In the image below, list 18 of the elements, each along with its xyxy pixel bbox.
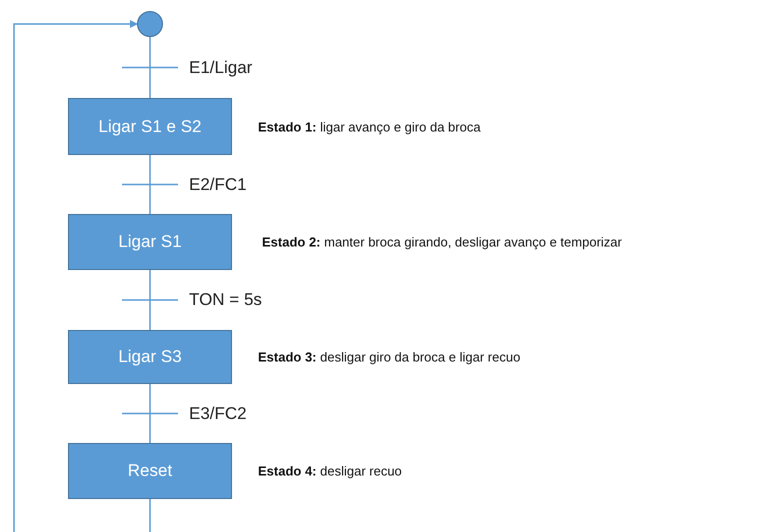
connector-line	[149, 155, 151, 214]
connector-line	[149, 384, 151, 443]
transition-label: E1/Ligar	[189, 58, 252, 78]
step-box: Ligar S1 e S2	[68, 98, 232, 155]
state-description: Estado 3: desligar giro da broca e ligar recuo	[258, 350, 520, 364]
transition-label: E3/FC2	[189, 404, 247, 424]
state-description: Estado 1: ligar avanço e giro da broca	[258, 119, 481, 134]
step-box: Ligar S3	[68, 330, 232, 384]
initial-step-circle	[137, 11, 163, 37]
transition-label: TON = 5s	[189, 290, 262, 310]
connector-line	[149, 270, 151, 330]
transition-label: E2/FC1	[189, 174, 247, 194]
state-description: Estado 4: desligar recuo	[258, 464, 402, 478]
connector-line	[149, 37, 151, 98]
step-box: Reset	[68, 443, 232, 499]
step-box: Ligar S1	[68, 214, 232, 270]
arrow	[13, 20, 151, 532]
state-description: Estado 2: manter broca girando, desligar avanço e temporizar	[262, 234, 622, 250]
